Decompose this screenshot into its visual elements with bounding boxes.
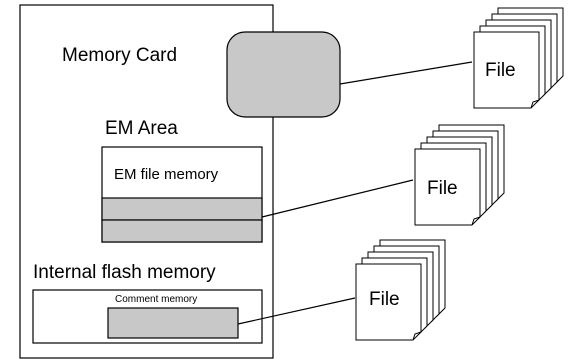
comment-memory-label: Comment memory (115, 294, 197, 305)
comment-memory-block (107, 307, 239, 339)
em-file-memory-label: EM file memory (114, 166, 219, 183)
file-label: File (369, 289, 400, 310)
file-stack-memory-card: File (473, 7, 564, 109)
file-page (355, 263, 422, 341)
file-page-fold (412, 331, 422, 341)
memory-card-label: Memory Card (62, 45, 177, 66)
file-page-fold (471, 216, 481, 226)
em-file-memory-block-2 (101, 219, 263, 243)
file-page-fold (530, 99, 540, 109)
file-page (414, 148, 481, 226)
em-file-memory-block-1 (101, 197, 263, 221)
file-stack-em-file-memory: File (414, 124, 505, 226)
file-page (473, 31, 540, 109)
file-label: File (427, 178, 458, 199)
memory-card-connector (339, 61, 473, 85)
comment-memory-connector (237, 297, 356, 325)
file-stack-comment-memory: File (355, 239, 446, 341)
file-label: File (485, 60, 516, 81)
flash-memory-label: Internal flash memory (33, 262, 216, 283)
em-area-label: EM Area (105, 118, 178, 139)
memory-card-shape (226, 31, 341, 118)
em-file-memory-connector (261, 179, 414, 218)
